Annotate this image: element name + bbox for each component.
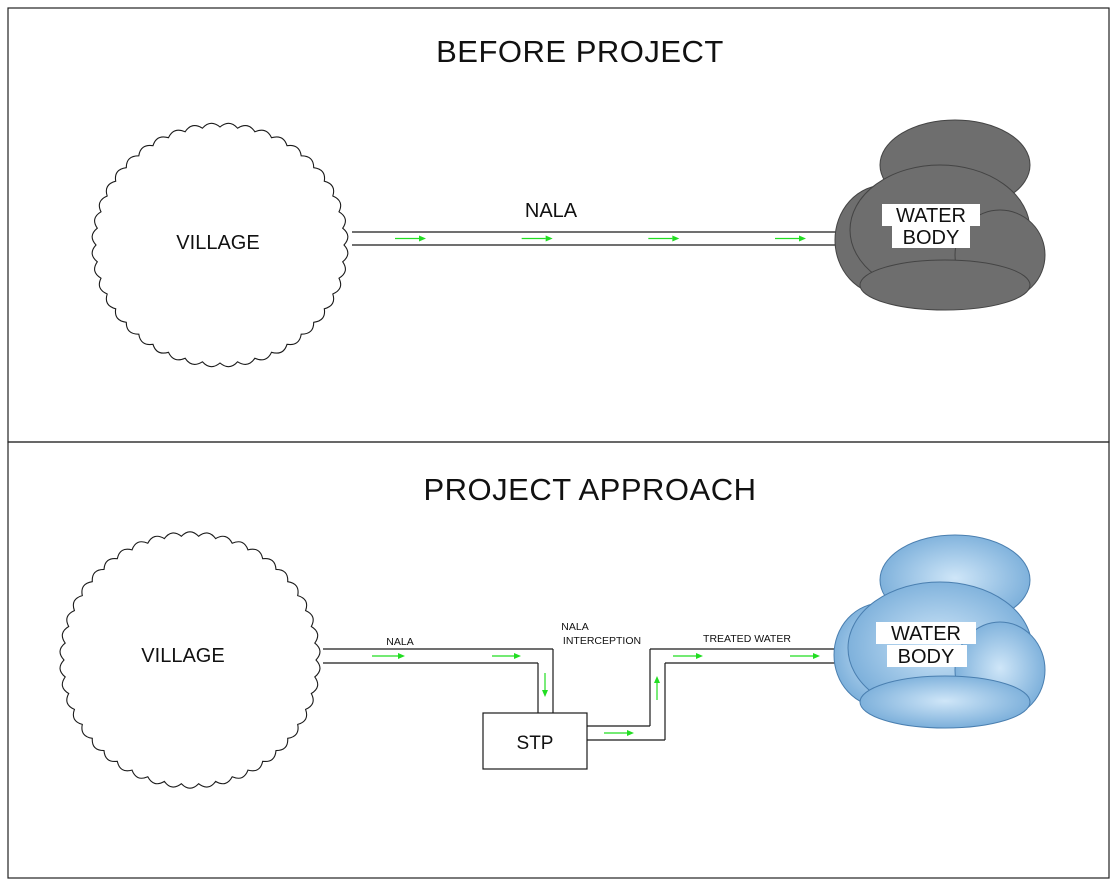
after-flow-arrows — [372, 653, 820, 736]
nala-after-label: NALA — [386, 636, 413, 648]
before-flow-arrows — [395, 235, 806, 242]
panel-after-frame — [7, 441, 1110, 879]
flow-arrow-down — [542, 673, 548, 697]
stp-box — [482, 712, 588, 770]
water-body-after: WATER BODY — [833, 534, 1046, 729]
flow-arrow-treated-2 — [790, 653, 820, 659]
water-body-before-label-bg-1 — [882, 204, 980, 226]
water-body-before-line1: WATER — [896, 205, 966, 227]
flow-arrow-up — [654, 676, 660, 700]
water-body-after-label-bg-2 — [887, 645, 967, 667]
interception-label-line2: INTERCEPTION — [563, 635, 641, 647]
panel-after: PROJECT APPROACH VILLAGE NALA NALA INTER… — [59, 472, 1046, 789]
interception-label-line1: NALA — [561, 621, 588, 633]
water-body-before-blob-bottom — [859, 259, 1031, 311]
nala-before-label: NALA — [525, 200, 578, 222]
water-body-after-line1: WATER — [891, 623, 961, 645]
before-title: BEFORE PROJECT — [436, 34, 724, 69]
flow-arrow-treated-1 — [673, 653, 703, 659]
village-after-outline — [59, 531, 321, 789]
panel-before: BEFORE PROJECT VILLAGE NALA WATER BODY — [91, 34, 1046, 368]
village-after-label: VILLAGE — [141, 645, 224, 667]
flow-arrow-stp-out — [604, 730, 634, 736]
after-title: PROJECT APPROACH — [423, 472, 756, 507]
water-body-before-line2: BODY — [903, 227, 960, 249]
water-body-before-label-bg-2 — [892, 226, 970, 248]
water-body-before: WATER BODY — [834, 119, 1046, 311]
flow-arrow-before-1 — [395, 235, 426, 242]
village-before-label: VILLAGE — [176, 232, 259, 254]
flow-arrow-before-2 — [521, 235, 553, 242]
treated-water-label: TREATED WATER — [703, 633, 791, 645]
flow-arrow-nala-1 — [372, 653, 405, 659]
flow-arrow-nala-2 — [492, 653, 521, 659]
village-before-outline — [91, 122, 349, 368]
water-body-after-label-bg-1 — [876, 622, 976, 644]
flow-arrow-before-4 — [775, 235, 806, 242]
water-body-after-blob-bottom — [859, 675, 1031, 729]
water-body-after-line2: BODY — [898, 646, 955, 668]
flow-arrow-before-3 — [648, 235, 680, 242]
stp-label: STP — [517, 733, 554, 754]
